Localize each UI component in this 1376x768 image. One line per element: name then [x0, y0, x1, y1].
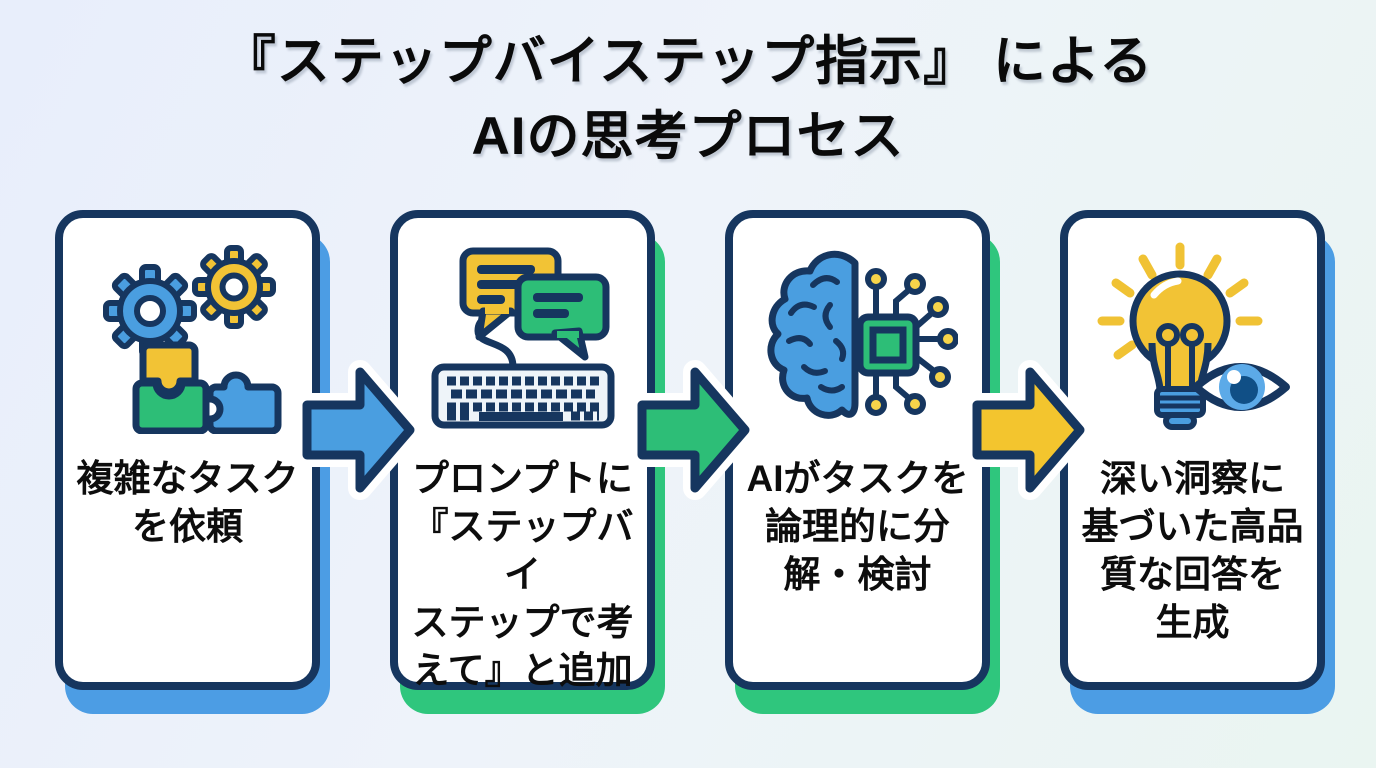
step-3-label-line: 論理的に分 [765, 506, 950, 548]
brain-chip-icon [766, 250, 958, 419]
step-2-label-line: ステップで考 [411, 602, 634, 644]
step-3-label: AIがタスクを 論理的に分 解・検討 [733, 455, 982, 599]
step-4-icon-box [1068, 234, 1317, 439]
step-1-label-line: 複雑なタスク [76, 458, 299, 499]
step-2-label-line: プロンプトに [412, 458, 633, 499]
page-title: 『ステップバイステップ指示』 による AIの思考プロセス [0, 24, 1376, 175]
arrow-right-icon-green [630, 360, 757, 500]
gears-puzzle-icon [102, 245, 281, 434]
step-4-label-line: 深い洞察に [1100, 458, 1285, 499]
step-2-label-line: えて』と追加 [412, 650, 633, 692]
step-card-1: 複雑なタスク を依頼 [55, 210, 320, 690]
keyboard-chat-icon [431, 247, 614, 429]
step-4-label-line: 質な回答を [1100, 554, 1285, 596]
step-1-icon-box [63, 234, 312, 439]
arrow-right-icon-yellow [965, 360, 1092, 500]
step-2-label-line: 『ステップバイ [411, 506, 634, 596]
step-4-label-line: 基づいた高品 [1081, 506, 1304, 548]
arrow-right-icon-blue [295, 360, 422, 500]
step-3-icon-box [733, 234, 982, 439]
step-card-3: AIがタスクを 論理的に分 解・検討 [725, 210, 990, 690]
step-4-label-line: 生成 [1155, 602, 1230, 644]
step-3-label-line: AIがタスクを [746, 458, 969, 499]
lightbulb-eye-icon [1097, 242, 1290, 430]
step-1-label: 複雑なタスク を依頼 [63, 455, 312, 551]
step-card-4: 深い洞察に 基づいた高品 質な回答を 生成 [1060, 210, 1325, 690]
step-card-2: プロンプトに 『ステップバイ ステップで考 えて』と追加 [390, 210, 655, 691]
step-1-label-line: を依頼 [132, 506, 243, 548]
page-title-line2: AIの思考プロセス [471, 107, 905, 167]
page-title-line1: 『ステップバイステップ指示』 による [222, 32, 1154, 91]
step-2-icon-box [398, 234, 647, 439]
step-3-label-line: 解・検討 [783, 554, 932, 596]
step-4-label: 深い洞察に 基づいた高品 質な回答を 生成 [1068, 455, 1317, 647]
step-2-label: プロンプトに 『ステップバイ ステップで考 えて』と追加 [398, 455, 647, 695]
